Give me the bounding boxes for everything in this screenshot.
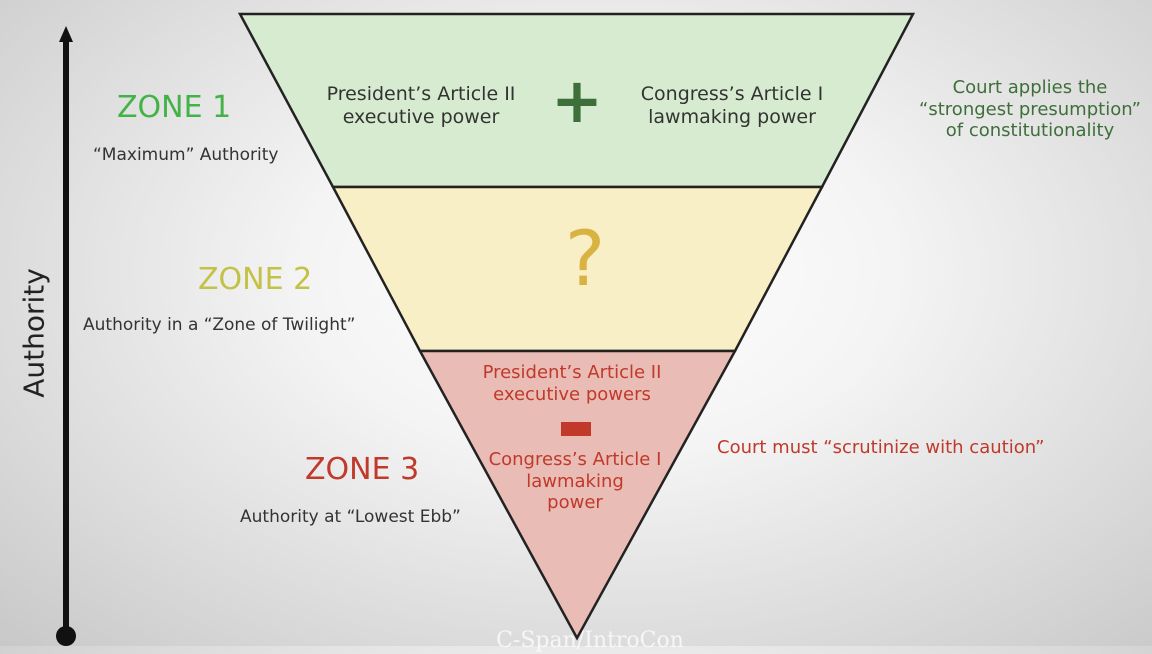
axis-arrowhead bbox=[59, 26, 73, 42]
zone-3-subtitle: Authority at “Lowest Ebb” bbox=[240, 507, 461, 527]
watermark: C-Span/IntroCon bbox=[496, 628, 684, 653]
zone-1-title: ZONE 1 bbox=[117, 90, 232, 125]
zone-1-subtitle: “Maximum” Authority bbox=[93, 145, 279, 165]
zone-2-subtitle: Authority in a “Zone of Twilight” bbox=[83, 315, 356, 335]
zone-3-court-standard: Court must “scrutinize with caution” bbox=[717, 437, 1045, 458]
zone-1-court-standard: Court applies the“strongest presumption”… bbox=[919, 77, 1141, 142]
zone-2-question-mark: ? bbox=[564, 214, 606, 303]
zone-3-minus-sign bbox=[561, 422, 591, 436]
zone-3-band bbox=[417, 349, 738, 641]
zone-3-title: ZONE 3 bbox=[305, 452, 420, 487]
axis-base-dot bbox=[56, 626, 76, 646]
zone-1-plus-sign: + bbox=[551, 64, 603, 137]
zone-2-title: ZONE 2 bbox=[198, 262, 313, 297]
